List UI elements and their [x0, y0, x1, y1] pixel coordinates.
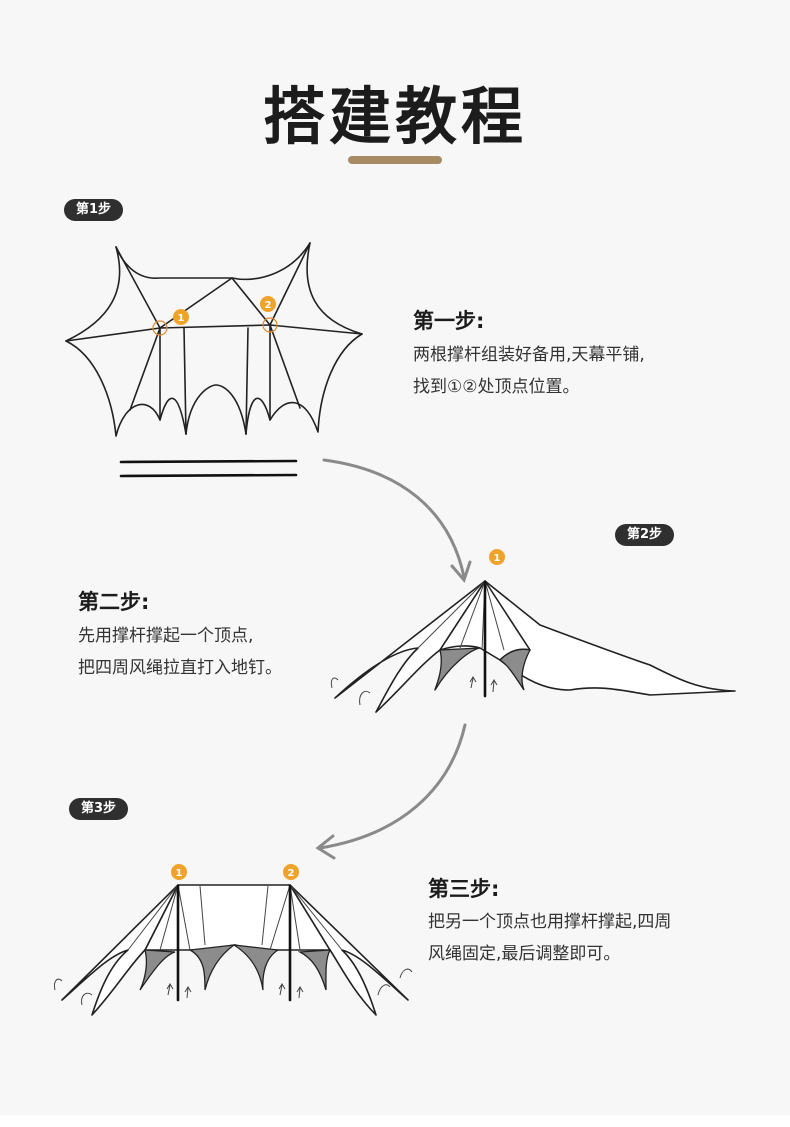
shade-right-step3: [297, 949, 332, 991]
loose-canopy-side: [484, 580, 736, 696]
page-title: 搭建教程: [262, 80, 527, 153]
marker-1-label: 1: [178, 313, 185, 324]
canopy-outline-bottom-left: [65, 340, 187, 437]
step-1-line-2: 找到①②处顶点位置。: [413, 377, 580, 397]
raised-canopy-left: [334, 580, 486, 713]
step-2-description: 先用撑杆撑起一个顶点, 把四周风绳拉直打入地钉。: [78, 620, 282, 684]
marker-2-label-step3: 2: [288, 868, 295, 879]
step-2-line-1: 先用撑杆撑起一个顶点,: [78, 626, 254, 646]
step-3-heading: 第三步:: [428, 877, 500, 901]
fully-raised-canopy-illustration: 1 2: [54, 864, 413, 1016]
step-1-heading: 第一步:: [413, 309, 485, 333]
guy-hooks-step2: [330, 677, 371, 706]
canopy-outline-top: [65, 242, 363, 342]
marker-2-icon-step3: [283, 864, 299, 880]
step-1-badge: 第1步: [64, 199, 124, 221]
marker-2-icon: [260, 296, 276, 312]
canopy-seams-step3: [127, 884, 343, 951]
marker-1-label-step3: 1: [176, 868, 183, 879]
flat-canopy-illustration: 1 2: [65, 242, 363, 437]
guy-hooks-step3: [54, 968, 413, 1006]
shade-mid-right-step3: [233, 944, 280, 991]
step-3-line-1: 把另一个顶点也用撑杆撑起,四周: [428, 912, 672, 932]
half-raised-canopy-illustration: 1: [330, 549, 736, 713]
canopy-right-wing: [289, 884, 409, 1016]
canopy-shade-right: [498, 648, 531, 691]
canopy-scallop-middle: [185, 384, 247, 435]
canopy-outline-bottom-right: [245, 333, 363, 435]
marker-1-icon-step2: [489, 549, 505, 565]
step-3-description: 把另一个顶点也用撑杆撑起,四周 风绳固定,最后调整即可。: [428, 906, 671, 970]
step-2-badge: 第2步: [615, 524, 675, 546]
step-2-heading: 第二步:: [78, 590, 150, 614]
canopy-seams-step2: [417, 580, 505, 651]
canopy-seams-lower: [129, 324, 301, 435]
page-bottom-strip: [0, 1115, 790, 1127]
canopy-shade-left: [434, 647, 481, 691]
step-3-line-2: 风绳固定,最后调整即可。: [428, 944, 621, 964]
shade-mid-left-step3: [187, 944, 237, 991]
marker-1-icon-step3: [171, 864, 187, 880]
lift-arrows-step2: [469, 676, 498, 693]
flow-arrow-1: [322, 458, 472, 583]
step-2-line-2: 把四周风绳拉直打入地钉。: [78, 658, 282, 678]
tent-poles-illustration: [119, 459, 298, 478]
step-1-line-1: 两根撑杆组装好备用,天幕平铺,: [413, 345, 645, 365]
pole-2: [119, 473, 298, 478]
pole-1: [119, 459, 298, 464]
title-underline: [348, 156, 442, 164]
step-3-badge: 第3步: [69, 798, 129, 820]
marker-1-icon: [173, 309, 189, 325]
flow-arrow-2: [315, 723, 467, 860]
marker-1-label-step2: 1: [494, 553, 501, 564]
canopy-left-wing: [61, 884, 179, 1016]
marker-2-label: 2: [265, 300, 272, 311]
apex-2-ring: [262, 317, 278, 333]
apex-1-ring: [152, 320, 168, 336]
lift-arrows-step3: [166, 983, 304, 999]
canopy-seams-upper: [115, 242, 311, 329]
shade-left-step3: [139, 949, 176, 991]
step-1-description: 两根撑杆组装好备用,天幕平铺, 找到①②处顶点位置。: [413, 339, 645, 403]
